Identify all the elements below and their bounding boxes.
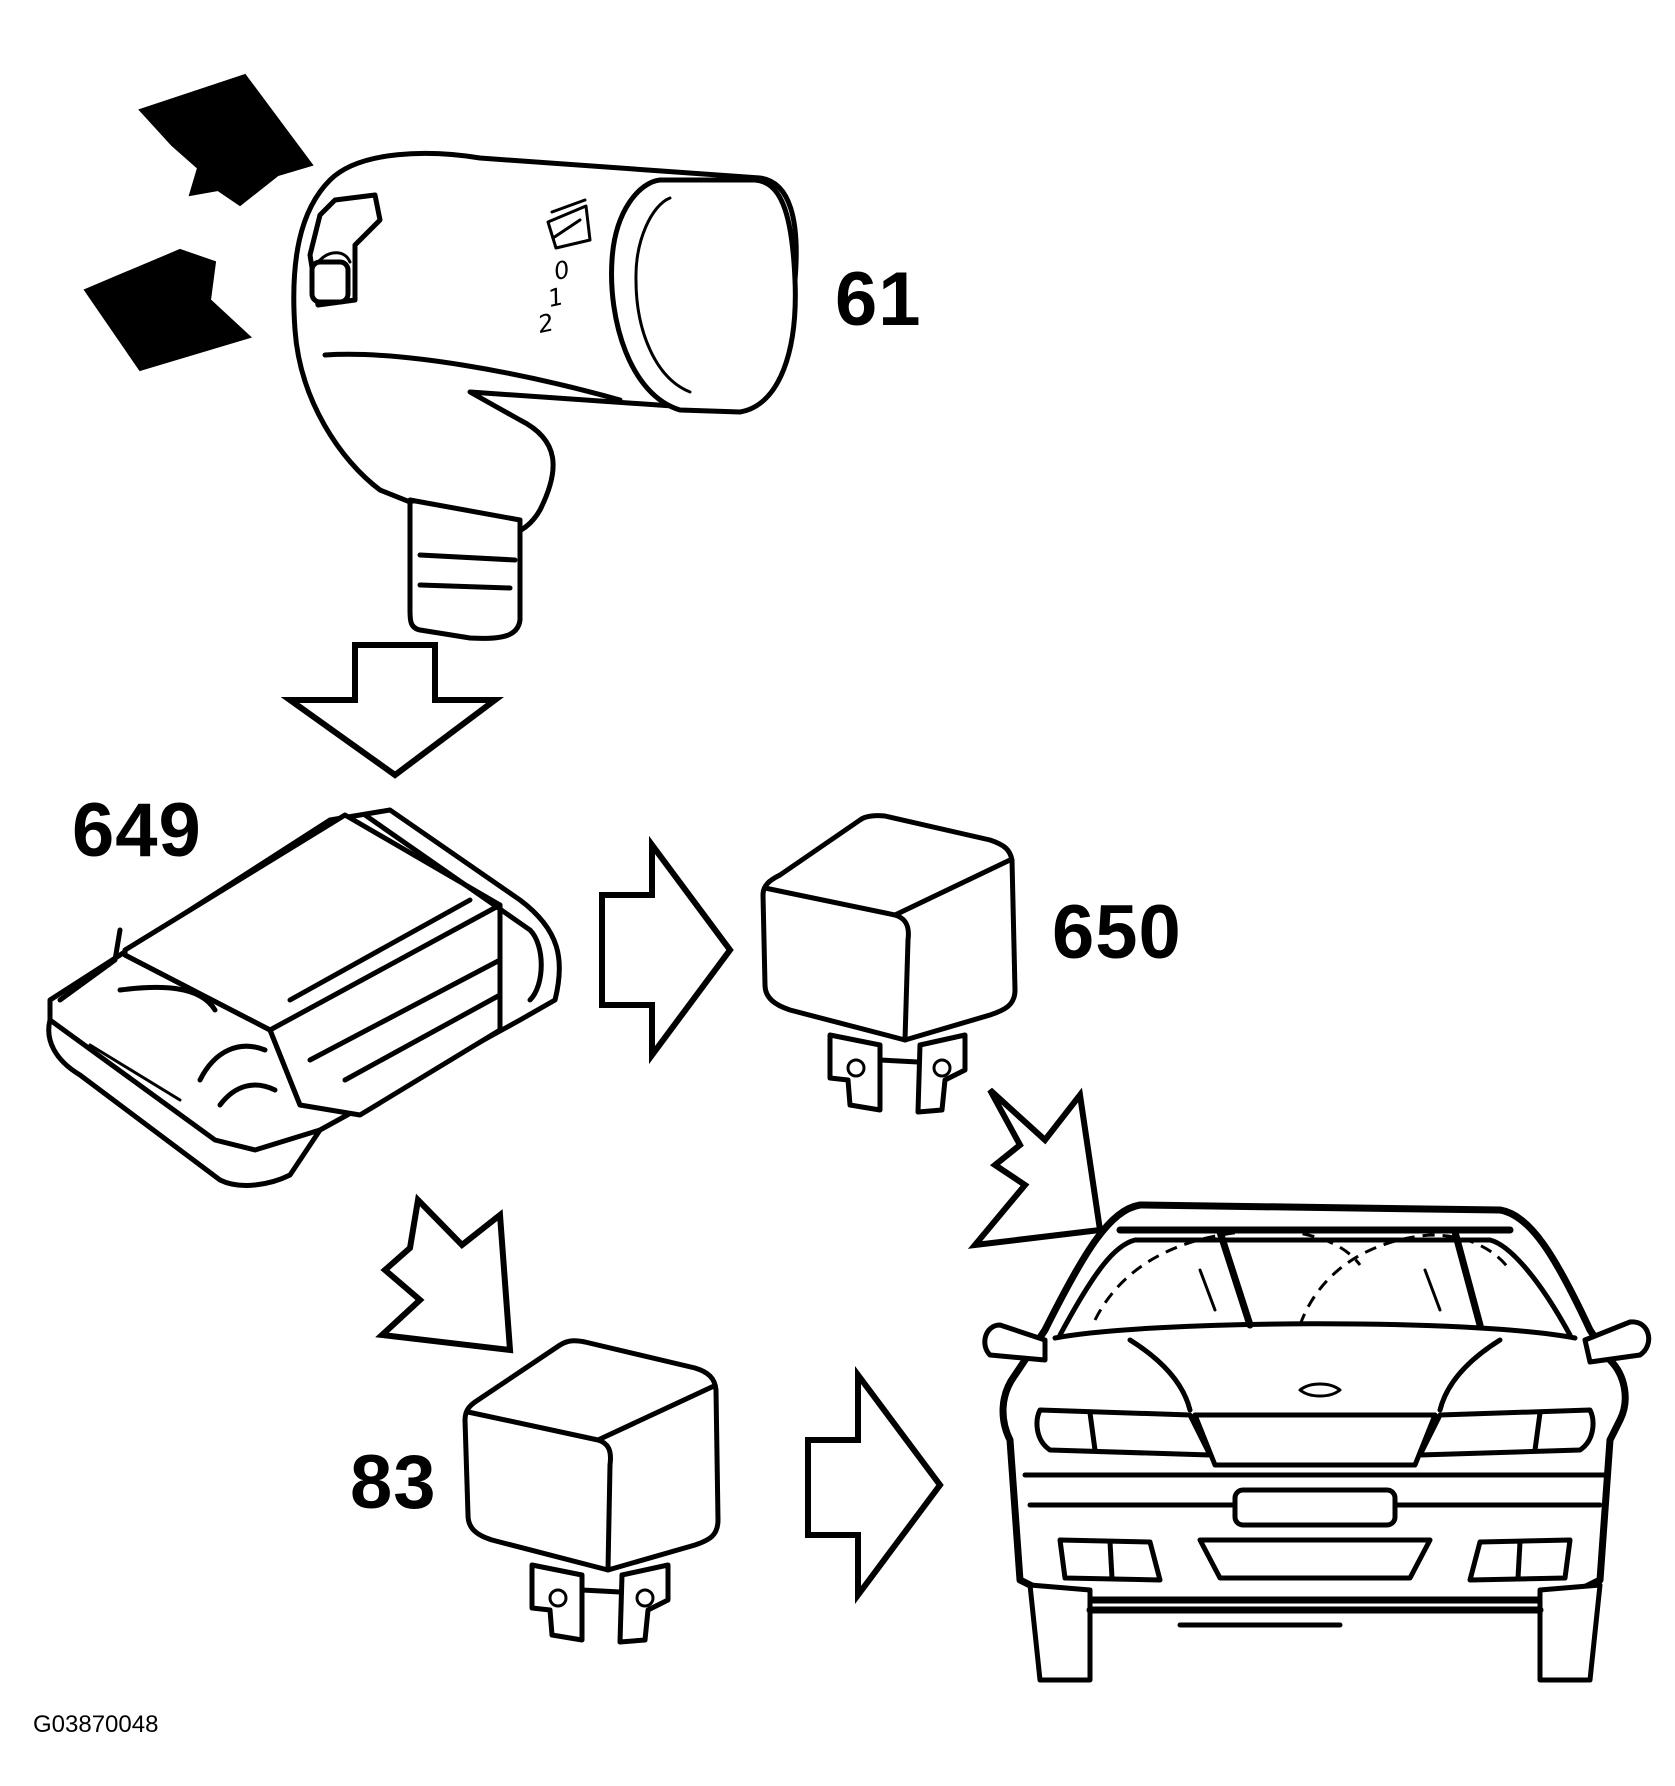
- flow-arrow-down: [280, 642, 504, 779]
- label-relay-650: 650: [1052, 890, 1182, 975]
- flow-arrow-right-lower: [805, 1365, 944, 1605]
- move-down-arrow-icon: [83, 248, 252, 372]
- move-up-arrow-icon: [138, 73, 314, 207]
- flow-arrow-to-car-upper: [967, 1087, 1104, 1249]
- wiper-stalk-switch: 0 1 2: [83, 73, 799, 641]
- switch-pos-0: 0: [551, 255, 572, 286]
- flow-arrow-down-right: [375, 1193, 514, 1354]
- figure-code: G03870048: [33, 1711, 159, 1738]
- control-module: [46, 807, 562, 1188]
- label-module-649: 649: [72, 788, 202, 873]
- flow-arrow-right-upper: [599, 835, 734, 1065]
- car-front-view: [982, 1201, 1652, 1683]
- label-switch-61: 61: [835, 257, 922, 342]
- relay-650: [760, 813, 1018, 1115]
- label-relay-83: 83: [350, 1440, 437, 1525]
- switch-pos-2: 2: [535, 308, 556, 339]
- wiper-symbol-icon: [546, 198, 592, 250]
- relay-83: [462, 1338, 721, 1645]
- switch-pos-1: 1: [545, 282, 566, 313]
